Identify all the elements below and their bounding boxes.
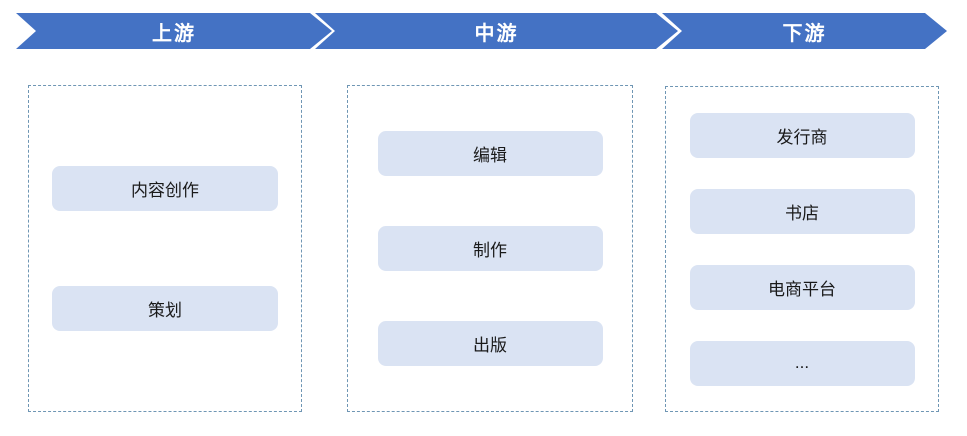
node-editing: 编辑 xyxy=(377,131,603,176)
node-bookstore: 书店 xyxy=(689,188,915,234)
chevron-upstream: 上游 xyxy=(16,13,332,49)
chevron-upstream-label: 上游 xyxy=(152,22,196,45)
chevron-downstream-label: 下游 xyxy=(782,22,827,45)
node-planning: 策划 xyxy=(52,286,278,331)
node-distributor: 发行商 xyxy=(689,112,915,158)
downstream-group: 发行商 书店 电商平台 ... xyxy=(665,86,939,412)
node-production: 制作 xyxy=(377,226,603,271)
midstream-group: 编辑 制作 出版 xyxy=(347,85,633,412)
chevron-midstream: 中游 xyxy=(315,13,678,49)
node-publishing: 出版 xyxy=(377,321,603,366)
chevron-midstream-label: 中游 xyxy=(474,22,519,45)
node-content-creation: 内容创作 xyxy=(52,166,278,211)
node-more: ... xyxy=(689,340,915,386)
upstream-group: 内容创作 策划 xyxy=(28,85,302,412)
node-ecommerce-platform: 电商平台 xyxy=(689,264,915,310)
chevron-downstream: 下游 xyxy=(662,13,947,49)
